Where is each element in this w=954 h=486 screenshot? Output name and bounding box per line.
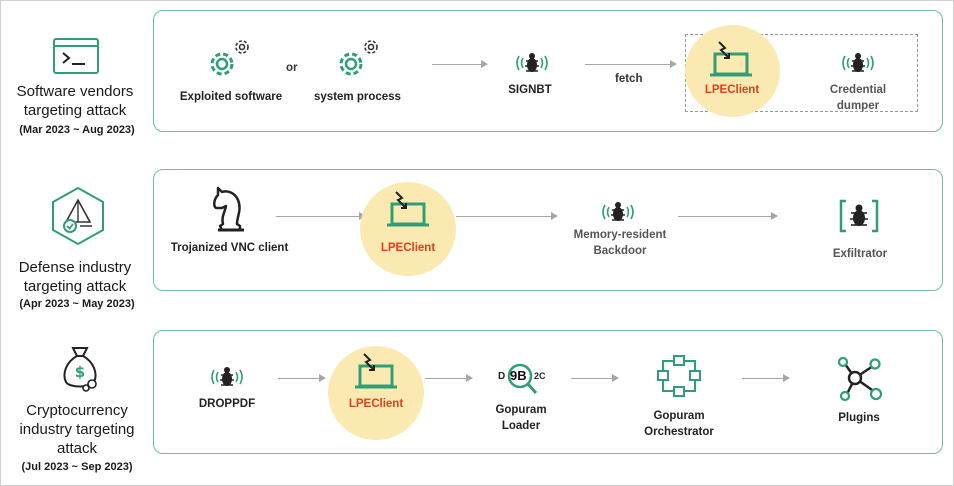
- malware-bug-icon: [516, 53, 548, 72]
- money-bag-icon: $: [63, 347, 97, 392]
- plugins-network-icon: [837, 356, 883, 402]
- row1-title: Software vendors targeting attack: [0, 82, 150, 120]
- memory-backdoor-label: Memory-resident Backdoor: [562, 227, 678, 259]
- row1-title-line1: Software vendors: [16, 83, 134, 100]
- flow-arrow: [742, 373, 790, 382]
- laptop-exploit-icon: [355, 353, 397, 389]
- lpeclient-label: LPEClient: [348, 398, 404, 410]
- laptop-exploit-icon: [387, 191, 429, 227]
- magnifier-icon: [507, 363, 538, 394]
- gopuram-loader-icon: D 9B 2C: [498, 362, 550, 396]
- row3-title-line3: attack: [56, 440, 98, 457]
- row2-dates: (Apr 2023 ~ May 2023): [19, 298, 135, 310]
- exfiltrator-label: Exfiltrator: [832, 248, 888, 260]
- row2-title-line1: Defense industry: [18, 259, 132, 276]
- loader-glyph-mid: 9B: [510, 368, 527, 383]
- plugins-label: Plugins: [838, 412, 880, 424]
- gopuram-orchestrator-line1: Gopuram: [653, 410, 705, 422]
- gear-icon: [210, 40, 249, 76]
- flow-arrow: [276, 211, 366, 220]
- trojanized-vnc-label: Trojanized VNC client: [170, 242, 289, 254]
- fetch-label: fetch: [615, 73, 643, 85]
- gopuram-orchestrator-line2: Orchestrator: [644, 426, 714, 438]
- row3-flow-box: [153, 330, 943, 454]
- or-label: or: [286, 62, 298, 74]
- row2-title-line2: targeting attack: [23, 278, 127, 295]
- flow-arrow: [585, 59, 677, 68]
- memory-backdoor-line2: Backdoor: [593, 245, 647, 257]
- credential-dumper-line2: dumper: [836, 100, 880, 112]
- row3-title-line2: industry targeting: [19, 421, 135, 438]
- laptop-exploit-icon: [710, 41, 752, 77]
- flow-arrow: [571, 373, 619, 382]
- row1-title-line2: targeting attack: [23, 102, 127, 119]
- gopuram-loader-line2: Loader: [501, 420, 541, 432]
- lpeclient-label: LPEClient: [704, 84, 760, 96]
- gear-icon: [339, 40, 378, 76]
- malware-bug-icon: [211, 367, 243, 386]
- loader-glyph-right: 2C: [534, 371, 546, 381]
- lpeclient-label: LPEClient: [380, 242, 436, 254]
- gopuram-orchestrator-label: Gopuram Orchestrator: [628, 408, 730, 440]
- malware-bug-icon: [842, 53, 874, 72]
- row3-title-line1: Cryptocurrency: [26, 402, 128, 419]
- lpeclient-highlight: [360, 182, 456, 276]
- gopuram-loader-line1: Gopuram: [495, 404, 547, 416]
- signbt-label: SIGNBT: [508, 84, 552, 96]
- row2-flow-box: [153, 169, 943, 291]
- exploited-software-label: Exploited software: [179, 91, 283, 103]
- system-process-label: system process: [314, 91, 401, 103]
- credential-dumper-line1: Credential: [829, 84, 887, 96]
- loader-glyph-left: D: [498, 371, 506, 382]
- terminal-icon: [53, 38, 99, 74]
- flow-arrow: [456, 211, 558, 220]
- flow-arrow: [678, 211, 778, 220]
- row2-title: Defense industry targeting attack: [0, 258, 150, 296]
- flow-arrow: [278, 373, 326, 382]
- flow-arrow: [425, 373, 473, 382]
- row1-dates: (Mar 2023 ~ Aug 2023): [19, 124, 135, 136]
- gopuram-loader-label: Gopuram Loader: [480, 402, 562, 434]
- memory-backdoor-line1: Memory-resident: [573, 229, 667, 241]
- defense-badge-icon: [52, 186, 104, 246]
- exfiltrator-bug-icon: [839, 199, 879, 233]
- flow-arrow: [432, 59, 488, 68]
- lpeclient-highlight: [685, 25, 780, 117]
- svg-text:$: $: [75, 363, 85, 381]
- lpeclient-highlight: [328, 346, 424, 440]
- row3-dates: (Jul 2023 ~ Sep 2023): [21, 461, 133, 473]
- chess-knight-icon: [213, 186, 244, 232]
- orchestrator-network-icon: [657, 355, 701, 397]
- droppdf-label: DROPPDF: [198, 398, 256, 410]
- credential-dumper-label: Credential dumper: [810, 82, 906, 114]
- row3-title: Cryptocurrency industry targeting attack: [0, 401, 154, 458]
- malware-bug-icon: [602, 202, 634, 221]
